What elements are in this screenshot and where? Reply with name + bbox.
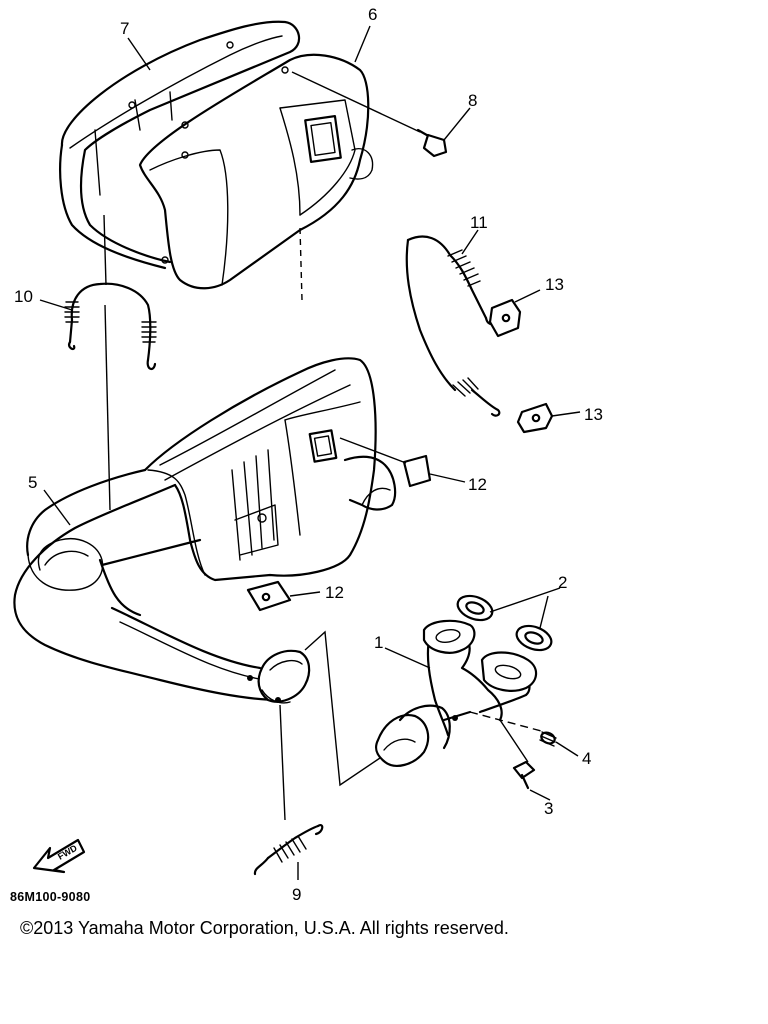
callout-2: 2 <box>558 573 567 592</box>
callout-7: 7 <box>120 19 129 38</box>
callout-13-upper: 13 <box>545 275 564 294</box>
callout-numbers: 7 6 8 10 11 13 13 12 12 5 2 1 4 3 9 <box>14 5 603 904</box>
part-1-exhaust-manifold <box>374 619 538 767</box>
part-7-outer-cover <box>59 20 301 270</box>
callout-9: 9 <box>292 885 301 904</box>
leader-lines <box>103 214 546 821</box>
callout-13-lower: 13 <box>584 405 603 424</box>
part-5-muffler-assembly <box>13 357 397 704</box>
callout-4: 4 <box>582 749 591 768</box>
callout-lines <box>39 25 581 880</box>
part-9-spring <box>253 824 324 876</box>
callout-3: 3 <box>544 799 553 818</box>
part-4-spring-washer <box>539 731 557 747</box>
part-10-spring <box>64 282 157 370</box>
part-3-bolt <box>512 760 536 790</box>
part-8-bolt <box>291 71 448 158</box>
callout-1: 1 <box>374 633 383 652</box>
part-6-heat-protector <box>138 53 374 290</box>
part-2-gasket-right <box>515 624 553 652</box>
part-13-damper-lower <box>516 402 554 434</box>
part-12-damper-base <box>246 580 292 612</box>
front-arrow-icon: FWD <box>32 838 86 874</box>
part-12-damper-outlet <box>339 437 432 488</box>
part-2-gasket-left <box>456 594 494 622</box>
part-13-damper-upper <box>488 298 522 338</box>
copyright-notice: ©2013 Yamaha Motor Corporation, U.S.A. A… <box>20 918 509 938</box>
reference-code: 86M100-9080 <box>10 890 91 904</box>
callout-12-outlet: 12 <box>468 475 487 494</box>
callout-12-base: 12 <box>325 583 344 602</box>
callout-5: 5 <box>28 473 37 492</box>
callout-8: 8 <box>468 91 477 110</box>
part-11-spring-stay <box>405 235 501 417</box>
callout-11: 11 <box>470 213 488 232</box>
callout-6: 6 <box>368 5 377 24</box>
callout-10: 10 <box>14 287 33 306</box>
